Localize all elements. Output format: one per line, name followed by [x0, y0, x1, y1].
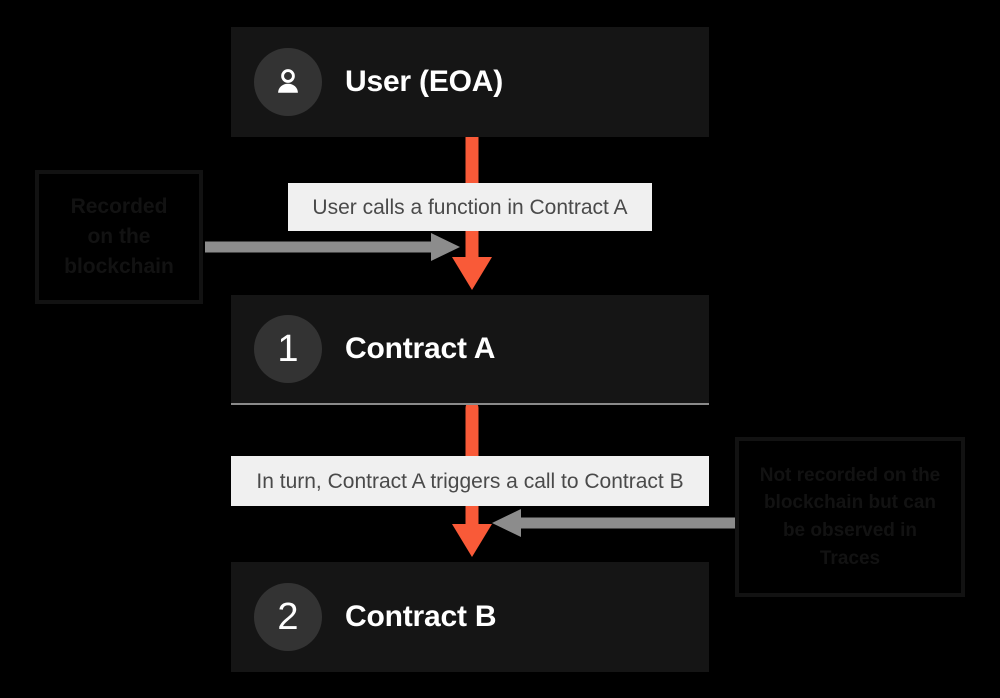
callout-right-line-2: blockchain but can — [763, 492, 937, 514]
step-number-1: 1 — [277, 328, 299, 370]
step-number-badge-1: 1 — [254, 315, 322, 383]
node-contract-a-label: Contract A — [345, 332, 496, 365]
callout-connector-arrow-left — [205, 233, 460, 261]
callout-right-text: Not recorded on the blockchain but can b… — [754, 462, 947, 572]
callout-right-line-1: Not recorded on the — [759, 464, 941, 486]
callout-left-line-1: Recorded — [70, 195, 168, 219]
edge-label-user-to-contract-a: User calls a function in Contract A — [288, 183, 652, 231]
user-icon — [278, 69, 298, 93]
avatar — [254, 48, 322, 116]
node-user[interactable]: User (EOA) — [231, 27, 709, 137]
node-contract-b-label: Contract B — [345, 600, 497, 633]
callout-right-line-3: be observed in — [782, 520, 918, 541]
node-contract-a[interactable]: 1 Contract A — [231, 295, 709, 405]
step-number-badge-2: 2 — [254, 583, 322, 651]
edge-label-contract-a-to-contract-b: In turn, Contract A triggers a call to C… — [231, 456, 709, 506]
node-user-label: User (EOA) — [345, 65, 504, 98]
callout-not-recorded-traces: Not recorded on the blockchain but can b… — [735, 437, 965, 597]
callout-right-line-4: Traces — [819, 547, 881, 569]
callout-left-text: Recorded on the blockchain — [58, 192, 180, 281]
callout-recorded-on-blockchain: Recorded on the blockchain — [35, 170, 203, 304]
node-contract-b[interactable]: 2 Contract B — [231, 562, 709, 672]
callout-connector-arrow-right — [492, 509, 747, 537]
callout-left-line-2: on the — [87, 225, 151, 249]
step-number-2: 2 — [277, 596, 299, 638]
callout-left-line-3: blockchain — [64, 254, 174, 278]
